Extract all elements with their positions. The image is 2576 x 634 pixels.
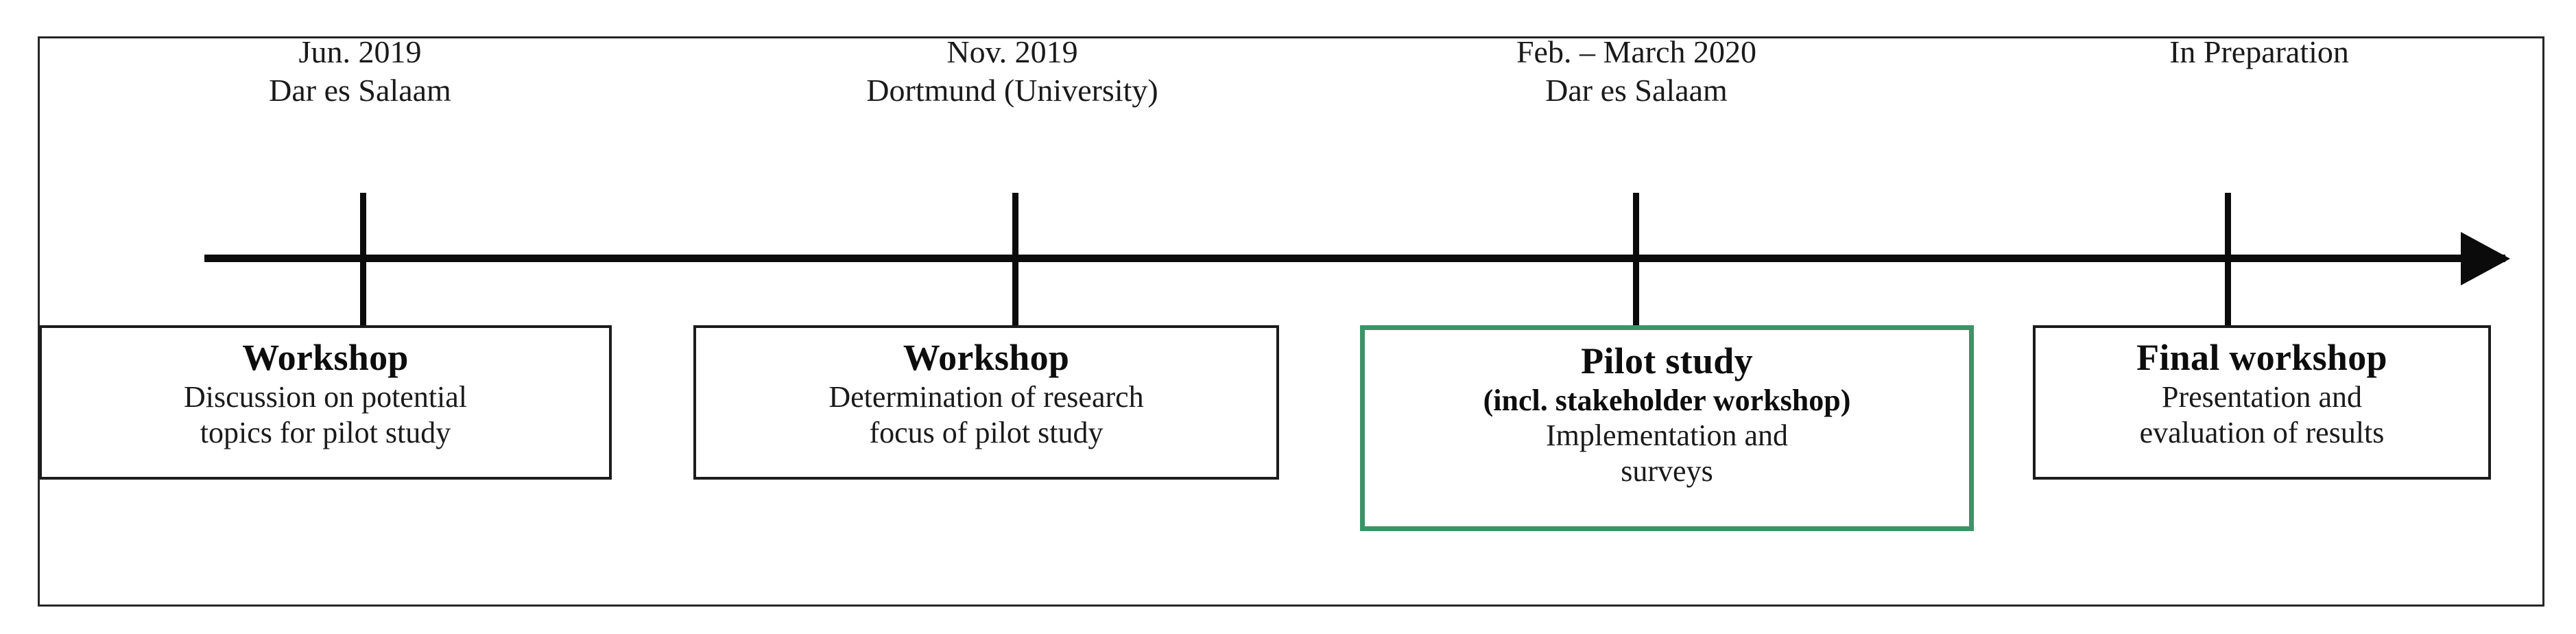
phase-title-3: Pilot study [1581,340,1753,381]
milestone-date-2: Nov. 2019 [946,34,1078,69]
timeline-tick-4 [2225,193,2231,325]
phase-desc-4-line-1: Presentation and [2161,379,2363,414]
milestone-place-2: Dortmund (University) [866,73,1158,108]
milestone-date-4: In Preparation [2169,34,2349,69]
phase-desc-2-line-1: Determination of research [828,379,1144,414]
milestone-date-3: Feb. – March 2020 [1516,34,1757,69]
phase-desc-1-line-1: Discussion on potential [183,379,468,414]
phase-desc-3-line-1: Implementation and [1545,418,1789,452]
milestone-place-1: Dar es Salaam [269,73,451,108]
milestone-place-3: Dar es Salaam [1545,73,1728,108]
timeline-tick-3 [1633,193,1639,325]
phase-desc-3-line-2: surveys [1621,454,1713,489]
phase-box-workshop-2[interactable]: Workshop Determination of research focus… [693,325,1279,480]
timeline-tick-2 [1012,193,1018,325]
phase-box-workshop-1[interactable]: Workshop Discussion on potential topics … [39,325,612,480]
timeline-tick-1 [360,193,366,325]
milestone-date-1: Jun. 2019 [298,34,422,69]
milestone-label-2: Nov. 2019 Dortmund (University) [813,33,1211,110]
phase-title-1: Workshop [242,337,409,378]
phase-box-pilot-study[interactable]: Pilot study (incl. stakeholder workshop)… [1360,325,1974,531]
phase-subtitle-3: (incl. stakeholder workshop) [1483,383,1851,417]
phase-title-2: Workshop [903,337,1070,378]
timeline-arrow-icon [2461,232,2510,285]
phase-desc-2-line-2: focus of pilot study [869,416,1104,450]
milestone-label-3: Feb. – March 2020 Dar es Salaam [1438,33,1835,110]
phase-box-final-workshop[interactable]: Final workshop Presentation and evaluati… [2033,325,2491,480]
phase-desc-1-line-2: topics for pilot study [200,416,451,450]
phase-title-4: Final workshop [2136,337,2387,378]
milestone-label-1: Jun. 2019 Dar es Salaam [171,33,549,110]
timeline-axis-line [204,255,2505,262]
timeline-figure: Jun. 2019 Dar es Salaam Nov. 2019 Dortmu… [38,33,2544,607]
milestone-label-4: In Preparation [2060,33,2458,71]
phase-desc-4-line-2: evaluation of results [2139,416,2385,450]
